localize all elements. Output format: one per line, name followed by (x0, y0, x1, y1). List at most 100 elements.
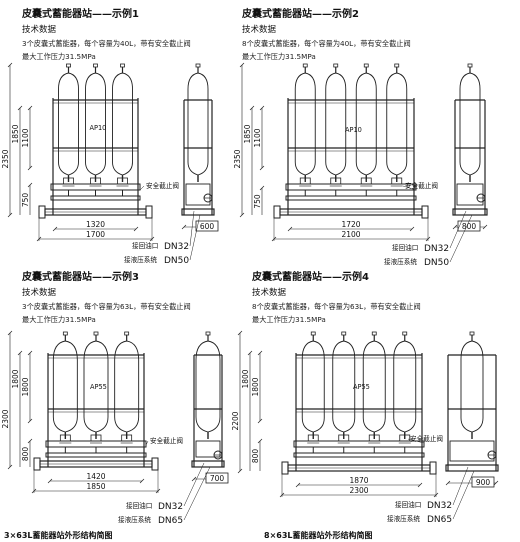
header-pipe (293, 452, 425, 458)
accumulator-bottle (114, 340, 140, 433)
leader-line (449, 210, 467, 249)
skid-end-flange (281, 461, 289, 475)
manifold-block (50, 183, 141, 191)
system-port-dn: DN50 (424, 258, 449, 268)
dim-outer-width: 2300 (349, 486, 368, 495)
side-dim-box (471, 476, 495, 488)
accumulator-bottle (332, 340, 356, 433)
spec-line-2: 最大工作压力31.5MPa (252, 315, 326, 324)
dim-top-height: 1800 (251, 377, 260, 396)
return-port-dn: DN32 (424, 244, 449, 254)
shutoff-valve-block (391, 177, 403, 185)
example-panel-2: 皮囊式蓄能器站——示例2 技术数据 8个皮囊式蓄能器，每个容量为40L，带有安全… (233, 0, 520, 271)
leader-line (452, 466, 469, 506)
spec-line-2: 最大工作压力31.5MPa (22, 52, 96, 61)
skid-end-flange (33, 457, 41, 471)
leader-line (183, 462, 205, 507)
return-port-dn: DN32 (158, 502, 183, 512)
accumulator-bottle (187, 72, 209, 176)
bottle-gas-valve (469, 331, 475, 336)
accumulator-bottle (355, 72, 377, 176)
system-port-label: 接液压系统 (118, 515, 151, 524)
bottle-gas-valve (310, 331, 316, 336)
bottle-gas-valve (93, 331, 99, 336)
bottle-gas-valve (302, 63, 308, 68)
header-pipe (45, 452, 147, 458)
skid-end-flange (151, 457, 159, 471)
skid-end-flange (429, 461, 437, 475)
leader-line (452, 470, 475, 520)
figure-caption: 3×63L蓄能器站外形结构简图 (4, 531, 113, 540)
accumulator-bottle (393, 340, 417, 433)
leader-line (189, 214, 201, 261)
leader-line (145, 440, 149, 446)
dim-inner-width: 1420 (86, 472, 105, 481)
shutoff-valve-block (368, 434, 380, 442)
safety-valve-label: 安全截止阀 (405, 181, 438, 190)
side-base (445, 464, 499, 472)
spec-line-1: 8个皮囊式蓄能器，每个容量为40L，带有安全截止阀 (242, 39, 411, 48)
shutoff-valve-block (360, 177, 372, 185)
accumulator-bottle (52, 340, 78, 433)
bottle-gas-valve (62, 331, 68, 336)
example-title: 皮囊式蓄能器站——示例2 (242, 9, 359, 20)
shutoff-valve-block (59, 434, 71, 442)
example-panel-1: 皮囊式蓄能器站——示例1 技术数据 3个皮囊式蓄能器，每个容量为40L，带有安全… (0, 0, 260, 271)
spec-line-1: 3个皮囊式蓄能器，每个容量为63L，带有安全截止阀 (22, 302, 191, 311)
shutoff-valve-block (90, 434, 102, 442)
leader-line (407, 438, 425, 444)
bottle-gas-valve (371, 331, 377, 336)
bottle-gas-valve (402, 331, 408, 336)
accumulator-bottle (362, 340, 386, 433)
dim-total-height: 2200 (231, 411, 240, 430)
dim-side-width: 700 (210, 474, 225, 483)
bottle-gas-valve (120, 63, 125, 68)
accumulator-bottle (58, 72, 79, 176)
shutoff-valve-block (307, 434, 319, 442)
bottle-gas-valve (66, 63, 71, 68)
return-port-dn: DN32 (164, 242, 189, 252)
manifold-block (285, 183, 417, 191)
dim-total-height: 2350 (233, 149, 242, 168)
return-port-label: 接回油口 (392, 243, 418, 252)
dim-side-width: 800 (462, 222, 477, 231)
leader-line (189, 210, 195, 247)
spec-heading: 技术数据 (242, 25, 277, 35)
side-dim-box (195, 220, 219, 232)
bottle-gas-valve (467, 63, 473, 68)
system-port-dn: DN65 (158, 516, 183, 526)
accumulator-bottle (460, 340, 484, 433)
bottle-gas-valve (195, 63, 201, 68)
example-title: 皮囊式蓄能器站——示例1 (22, 9, 139, 20)
safety-valve-label: 安全截止阀 (146, 181, 179, 190)
dim-total-height: 2350 (1, 149, 10, 168)
dim-side-width: 900 (476, 478, 491, 487)
dim-base-height: 750 (21, 193, 30, 208)
bottle-label: AP55 (353, 383, 370, 391)
example-panel-3: 皮囊式蓄能器站——示例3 技术数据 3个皮囊式蓄能器，每个容量为63L，带有安全… (0, 271, 260, 542)
dim-base-height: 750 (253, 194, 262, 209)
dim-outer-width: 2100 (341, 230, 360, 239)
dim-outer-width: 1850 (86, 482, 105, 491)
bottle-gas-valve (333, 63, 339, 68)
accumulator-bottle (85, 72, 106, 176)
system-port-label: 接液压系统 (124, 255, 157, 264)
manifold-block (293, 440, 425, 448)
leader-line (183, 466, 211, 521)
manifold-block (45, 440, 147, 448)
spec-line-1: 3个皮囊式蓄能器，每个容量为40L，带有安全截止阀 (22, 39, 191, 48)
bottle-gas-valve (205, 331, 211, 336)
shutoff-valve-block (338, 434, 350, 442)
side-valve-frame (195, 440, 221, 458)
return-port-label: 接回油口 (126, 501, 152, 510)
side-base (181, 208, 215, 216)
dim-total-height: 2300 (1, 409, 10, 428)
bottle-gas-valve (341, 331, 347, 336)
accumulator-bottle (112, 72, 133, 176)
leader-line (139, 185, 145, 191)
return-port-label: 接回油口 (395, 500, 421, 509)
skid-end-flange (145, 205, 153, 219)
figure-caption: 8×63L蓄能器站外形结构简图 (264, 531, 373, 540)
dim-base-height: 800 (251, 449, 260, 464)
